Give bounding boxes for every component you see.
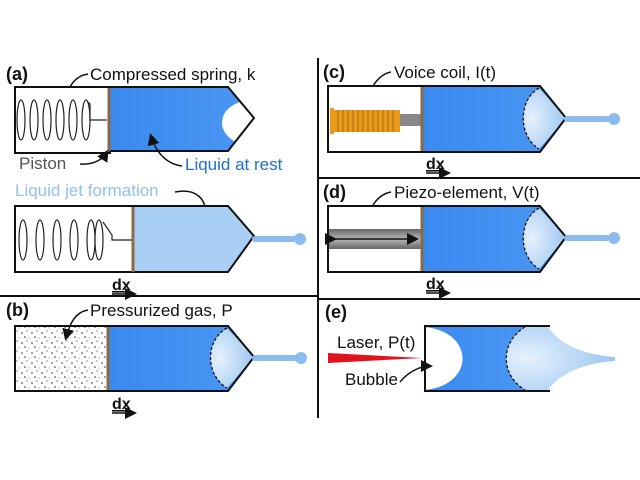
- panel-e-label: (e): [325, 302, 347, 322]
- panel-d: (d) Piezo-element, V(t) dx: [323, 182, 620, 299]
- jet-forming-d: [523, 208, 566, 269]
- syringe-barrel-chamber-2: [14, 205, 134, 273]
- nozzle-outline-a2: [133, 205, 256, 273]
- meniscus-a: [222, 102, 254, 144]
- spring-icon: [16, 99, 107, 141]
- panel-b: (b) Pressurized gas, P dx: [6, 300, 307, 419]
- laser-beam-icon: [328, 353, 422, 363]
- voice-coil-rod: [400, 114, 422, 126]
- bubble: [425, 327, 463, 390]
- dx-label-d: dx: [426, 276, 445, 293]
- jet-droplet-a: [294, 233, 306, 245]
- jet-stream-a: [252, 236, 296, 242]
- panel-c-label: (c): [323, 62, 345, 82]
- panel-c: (c) Voice coil, I(t): [323, 62, 620, 179]
- dx-label-c: dx: [426, 156, 445, 173]
- liquid-at-rest: [110, 87, 254, 150]
- dashed-meniscus-c: [522, 87, 540, 150]
- spring-label: Compressed spring, k: [90, 65, 256, 84]
- jet-stream-d: [564, 235, 610, 241]
- jet-forming-b: [210, 328, 254, 388]
- laser-label: Laser, P(t): [337, 333, 415, 352]
- piston-label: Piston: [19, 154, 66, 173]
- bubble-label: Bubble: [345, 370, 398, 389]
- liquid-jet-chamber: [133, 206, 254, 272]
- bubble-pointer-arrow: [399, 360, 433, 383]
- jet-stream-c: [564, 116, 610, 122]
- pressurized-gas-chamber: [14, 325, 109, 392]
- jet-formation-label: Liquid jet formation: [15, 181, 159, 200]
- dashed-meniscus-d: [522, 207, 540, 270]
- gas-label: Pressurized gas, P: [90, 301, 233, 320]
- jet-stream-b: [252, 355, 298, 361]
- spring-extended-icon: [18, 219, 132, 261]
- piezo-label: Piezo-element, V(t): [394, 183, 540, 202]
- panel-e: (e) Laser, P(t) Bubble: [325, 302, 615, 392]
- jet-forming-e: [506, 327, 615, 390]
- dx-label-b: dx: [112, 396, 131, 413]
- voice-coil-label: Voice coil, I(t): [394, 63, 496, 82]
- jet-droplet-d: [608, 232, 620, 244]
- liquid-pointer-arrow: [147, 133, 183, 167]
- nozzle-outline-a: [110, 86, 256, 152]
- dashed-meniscus-b: [209, 327, 228, 389]
- piston-pointer-arrow: [79, 149, 109, 165]
- panel-a-label: (a): [6, 64, 28, 84]
- panel-b-label: (b): [6, 300, 29, 320]
- jet-forming-c: [523, 88, 566, 149]
- panel-d-label: (d): [323, 182, 346, 202]
- jet-droplet-c: [608, 113, 620, 125]
- voice-coil-icon: [330, 108, 400, 134]
- liquid-at-rest-label: Liquid at rest: [185, 155, 283, 174]
- panel-a-jet: Liquid jet formation dx: [14, 181, 306, 300]
- dx-label-a: dx: [112, 277, 131, 294]
- panel-a: (a) Compressed spring, k Piston Liquid a…: [6, 64, 283, 174]
- jet-droplet-b: [295, 352, 307, 364]
